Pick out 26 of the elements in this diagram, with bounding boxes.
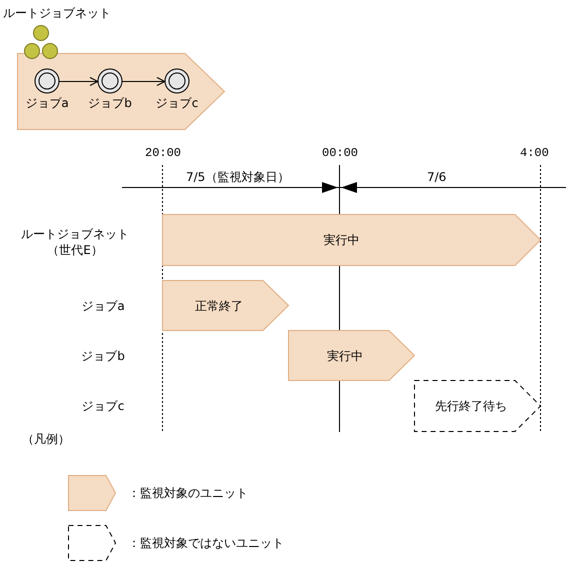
arrow [58,77,98,86]
status-text: 実行中 [322,233,360,247]
date-label: 7/6 [427,170,446,184]
legend-text: ：監視対象ではないユニット [128,536,284,550]
unit-bar [162,280,289,331]
row-label: ジョブb [80,348,126,364]
job-label: ジョブa [25,96,69,110]
arrow [122,77,166,86]
time-label: 4:00 [520,146,549,160]
unit-bar [162,214,541,266]
job-label: ジョブc [155,96,199,110]
unmonitored-unit-bar [414,380,541,432]
row-label: ジョブc [80,398,126,414]
row-label: ルートジョブネット（世代E） [20,226,130,258]
jobnet-title: ルートジョブネット [3,6,111,20]
legend-title: （凡例） [22,432,70,446]
status-text: 実行中 [326,348,364,362]
time-label: 00:00 [322,146,358,160]
time-label: 20:00 [145,146,182,160]
status-text: 先行終了待ち [434,399,508,413]
date-label: 7/5（監視対象日） [186,170,290,184]
row-label: ジョブa [80,298,126,314]
status-text: 正常終了 [194,298,244,312]
job-label: ジョブb [88,96,132,110]
legend-text: ：監視対象のユニット [128,486,248,500]
unit-bar [288,330,415,381]
